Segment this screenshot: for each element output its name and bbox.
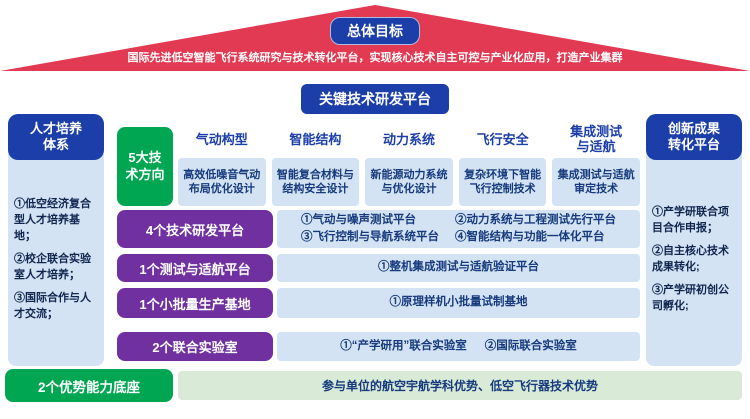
direction-header: 集成测试 与适航 — [570, 124, 623, 154]
platform-item: ①整机集成测试与适航验证平台 — [378, 261, 539, 274]
row-label-joint-labs: 2个联合实验室 — [117, 332, 273, 361]
directions-columns: 气动构型 高效低噪音气动布局优化设计 智能结构 智能复合材料与结构安全设计 动力… — [178, 122, 640, 206]
platform-item: ②国际联合实验室 — [484, 339, 577, 352]
overall-goal-title: 总体目标 — [330, 17, 420, 45]
joint-labs-items: ①“产学研用”联合实验室 ②国际联合实验室 — [340, 340, 577, 354]
talent-item: ①低空经济复合型人才培养基地； — [14, 198, 91, 243]
overall-goal-subtitle: 国际先进低空智能飞行系统研究与技术转化平台，实现核心技术自主可控与产业化应用，打… — [127, 52, 623, 64]
direction-column: 智能结构 智能复合材料与结构安全设计 — [271, 122, 360, 206]
platform-item: ①气动与噪声测试平台 — [301, 213, 416, 226]
direction-header: 动力系统 — [382, 131, 435, 147]
platform-item: ①“产学研用”联合实验室 — [340, 339, 467, 352]
platform-item: ②动力系统与工程测试先行平台 — [455, 213, 616, 226]
innovation-item: ③产学研初创公司孵化; — [652, 283, 729, 312]
direction-desc: 复杂环境下智能飞行控制技术 — [458, 158, 547, 206]
platform-item: ④智能结构与功能一体化平台 — [455, 230, 605, 243]
innovation-item: ①产学研联合项目合作申报； — [652, 206, 729, 235]
talent-panel-body: ①低空经济复合型人才培养基地； ②校企联合实验室人才培养； ③国际合作与人才交流… — [8, 154, 104, 366]
row-content-rd-platforms: ①气动与噪声测试平台 ②动力系统与工程测试先行平台 ③飞行控制与导航系统平台 ④… — [277, 210, 640, 248]
direction-column: 集成测试 与适航 集成测试与适航审定技术 — [552, 122, 640, 206]
row-label-production-base: 1个小批量生产基地 — [117, 288, 273, 318]
platform-item: ①原理样机小批量试制基地 — [389, 296, 528, 309]
direction-column: 气动构型 高效低噪音气动布局优化设计 — [178, 122, 266, 206]
talent-item: ③国际合作与人才交流； — [14, 291, 91, 320]
direction-header: 智能结构 — [289, 131, 342, 147]
base-capability-bar: 参与单位的航空宇航学科优势、低空飞行器技术优势 — [178, 371, 742, 400]
direction-desc: 智能复合材料与结构安全设计 — [271, 158, 360, 206]
rd-platform-grid: ①气动与噪声测试平台 ②动力系统与工程测试先行平台 ③飞行控制与导航系统平台 ④… — [301, 214, 616, 245]
row-content-joint-labs: ①“产学研用”联合实验室 ②国际联合实验室 — [277, 332, 640, 361]
innovation-panel-title: 创新成果 转化平台 — [646, 114, 742, 160]
key-platform-banner: 关键技术研发平台 — [301, 84, 449, 114]
directions-label: 5大技 术方向 — [117, 127, 173, 206]
row-content-test-platform: ①整机集成测试与适航验证平台 — [277, 254, 640, 282]
row-content-production-base: ①原理样机小批量试制基地 — [277, 288, 640, 318]
direction-column: 飞行安全 复杂环境下智能飞行控制技术 — [458, 122, 547, 206]
direction-header: 气动构型 — [195, 131, 248, 147]
talent-panel-title: 人才培养 体系 — [8, 114, 104, 160]
base-capability-text: 参与单位的航空宇航学科优势、低空飞行器技术优势 — [321, 379, 598, 393]
direction-desc: 高效低噪音气动布局优化设计 — [178, 158, 266, 206]
row-label-test-platform: 1个测试与适航平台 — [117, 254, 273, 282]
row-label-rd-platforms: 4个技术研发平台 — [117, 210, 273, 248]
innovation-item: ②自主核心技术成果转化; — [652, 245, 729, 273]
innovation-panel: ①产学研联合项目合作申报； ②自主核心技术成果转化; ③产学研初创公司孵化; 创… — [646, 114, 742, 366]
direction-desc: 新能源动力系统与优化设计 — [365, 158, 453, 206]
direction-column: 动力系统 新能源动力系统与优化设计 — [365, 122, 453, 206]
talent-panel: ①低空经济复合型人才培养基地； ②校企联合实验室人才培养； ③国际合作与人才交流… — [8, 114, 104, 366]
base-capability-label: 2个优势能力底座 — [5, 369, 173, 402]
direction-desc: 集成测试与适航审定技术 — [552, 158, 640, 206]
platform-item: ③飞行控制与导航系统平台 — [301, 230, 439, 243]
direction-header: 飞行安全 — [476, 131, 529, 147]
innovation-panel-body: ①产学研联合项目合作申报； ②自主核心技术成果转化; ③产学研初创公司孵化; — [646, 154, 742, 366]
talent-item: ②校企联合实验室人才培养； — [14, 253, 91, 281]
